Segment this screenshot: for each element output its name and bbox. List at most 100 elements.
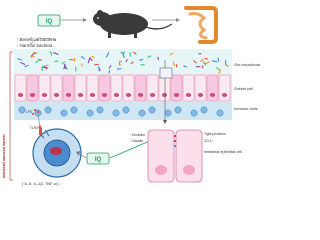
- label-claudin: ↑Claudin: [130, 139, 144, 143]
- bacterium-icon: [217, 57, 220, 62]
- bacteria-cluster: [17, 51, 229, 75]
- bacterium-icon: [122, 51, 125, 56]
- epithelial-cells: [14, 74, 231, 102]
- immune-cell: [200, 106, 208, 114]
- junction-zoom-box: [159, 67, 173, 79]
- cell-nucleus: [161, 93, 168, 97]
- cell-nucleus: [17, 93, 24, 97]
- tlr4-receptor: [38, 125, 42, 135]
- immune-cell: [44, 106, 52, 114]
- epithelial-cell: [122, 74, 135, 102]
- immune-cell: [164, 109, 172, 117]
- iq-label-top: IQ: [46, 19, 53, 25]
- bacterium-icon: [133, 51, 137, 55]
- bacterium-icon: [211, 60, 218, 63]
- bacterium-icon: [183, 65, 187, 68]
- bacterium-icon: [69, 59, 74, 61]
- label-intestinal-mucosal-barrier: Intestinal mucosal barrier: [2, 134, 6, 178]
- bacterium-icon: [195, 66, 201, 68]
- immune-cell: [70, 106, 78, 114]
- bacterium-icon: [202, 60, 205, 65]
- immune-cell: [122, 106, 130, 114]
- bacterium-icon: [80, 63, 83, 67]
- bacterium-icon: [94, 63, 100, 66]
- cell-nucleus: [197, 93, 204, 97]
- macrophage-cell: [32, 128, 82, 178]
- bacterium-icon: [30, 53, 35, 57]
- bacterium-icon: [169, 52, 174, 56]
- bacterium-icon: [118, 62, 121, 66]
- label-gut-microbiota: Gut microbiota: [234, 62, 261, 67]
- bacterium-icon: [125, 59, 128, 63]
- bacterium-icon: [20, 61, 26, 65]
- arrow-head-1: [83, 18, 87, 22]
- bacterium-icon: [61, 61, 66, 65]
- bacterium-icon: [172, 61, 176, 67]
- epithelial-cell: [14, 74, 27, 102]
- bacterium-icon: [105, 52, 110, 58]
- epithelial-cell: [182, 74, 195, 102]
- cell-nucleus: [53, 93, 60, 97]
- bacterium-icon: [202, 65, 204, 69]
- goblet-cell: [62, 74, 75, 102]
- arrow-head-2: [176, 18, 180, 22]
- bacterium-icon: [116, 68, 122, 70]
- epithelial-cell: [218, 74, 231, 102]
- cell-nucleus: [125, 93, 132, 97]
- epithelial-cell: [110, 74, 123, 102]
- bacterium-icon: [35, 59, 39, 64]
- bacterium-icon: [49, 51, 53, 56]
- bacterium-icon: [33, 52, 38, 54]
- epithelial-cell: [38, 74, 51, 102]
- goblet-cell: [206, 74, 219, 102]
- label-goblet-cell: Goblet cell: [234, 86, 253, 91]
- label-tight-junctions: Tight junctions: [204, 132, 226, 136]
- epithelial-cell: [50, 74, 63, 102]
- bacterium-icon: [199, 58, 204, 62]
- goblet-cell: [26, 74, 39, 102]
- cell-nucleus: [77, 93, 84, 97]
- bacterium-icon: [218, 69, 222, 75]
- epithelial-cell: [86, 74, 99, 102]
- cell-nucleus: [209, 93, 216, 97]
- bacterium-icon: [129, 52, 131, 57]
- bacterium-icon: [53, 52, 59, 55]
- bacterium-icon: [119, 60, 123, 62]
- lps-molecules-icon: [31, 108, 40, 116]
- bacterium-icon: [139, 58, 144, 61]
- cell-nucleus: [29, 93, 36, 97]
- epithelial-cell-pair: [147, 129, 203, 183]
- bacterium-icon: [81, 56, 85, 60]
- bacterium-icon: [140, 64, 145, 66]
- goblet-cell: [170, 74, 183, 102]
- label-cytokines: ( IL-6, IL-1β, TNF-α) ↓: [22, 181, 61, 186]
- bacterium-icon: [30, 56, 35, 58]
- cell-nucleus: [221, 93, 228, 97]
- dashed-connector: [29, 37, 56, 45]
- iq-box-middle: [86, 152, 110, 165]
- label-lps: LPS: [26, 110, 33, 114]
- bacterium-icon: [91, 55, 95, 59]
- intestine-icon: [184, 6, 218, 44]
- bacterium-icon: [63, 65, 66, 70]
- iq-label-middle: IQ: [95, 157, 102, 163]
- diagram-root: IQ: [2, 6, 261, 186]
- bacterium-icon: [157, 56, 159, 61]
- immune-cell: [190, 109, 198, 117]
- bacterium-icon: [198, 53, 202, 55]
- cell-nucleus: [101, 93, 108, 97]
- bacterium-icon: [98, 67, 101, 72]
- cell-nucleus: [41, 93, 48, 97]
- bacterium-icon: [90, 58, 93, 61]
- bacterium-icon: [17, 58, 22, 61]
- bacterium-icon: [24, 64, 29, 68]
- epithelial-cell: [158, 74, 171, 102]
- bacterium-icon: [130, 61, 134, 64]
- bacterium-icon: [204, 57, 208, 60]
- epithelial-cell: [194, 74, 207, 102]
- epithelial-cell: [146, 74, 159, 102]
- epithelial-cell: [74, 74, 87, 102]
- bacterium-icon: [87, 57, 91, 64]
- goblet-cell: [134, 74, 147, 102]
- bacterium-icon: [147, 55, 152, 58]
